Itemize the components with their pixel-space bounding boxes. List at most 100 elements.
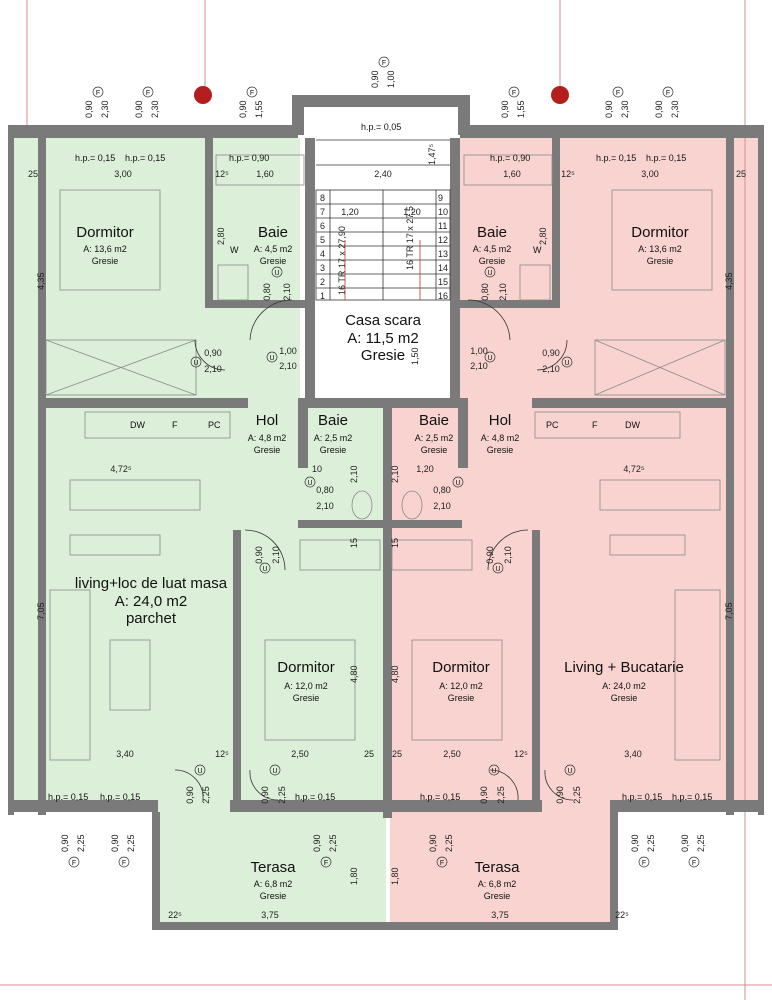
u-marker-icon: U bbox=[307, 480, 312, 487]
sill-height: h.p.= 0,05 bbox=[361, 122, 401, 132]
room-area: A: 24,0 m2 bbox=[115, 593, 188, 610]
u-marker-icon: U bbox=[272, 768, 277, 775]
room-area: A: 13,6 m2 bbox=[83, 244, 127, 254]
walls bbox=[8, 95, 764, 930]
dimension: 2,50 bbox=[443, 749, 461, 759]
dimensions: 3,00 1,60 2,40 1,60 3,00 12⁵ 12⁵ 25 25 1… bbox=[28, 169, 746, 920]
window-width: 0,90 bbox=[630, 834, 640, 852]
step-num: 13 bbox=[438, 249, 448, 259]
room-name: Dormitor bbox=[631, 224, 689, 241]
vertical-dimensions: 4,35 4,35 2,80 2,80 1,47⁵ 1,50 7,05 7,05… bbox=[36, 143, 734, 885]
fridge-label: F bbox=[592, 420, 598, 430]
dimension: 3,40 bbox=[116, 749, 134, 759]
f-marker-icon: F bbox=[616, 90, 620, 97]
f-marker-icon: F bbox=[440, 860, 444, 867]
room-area: A: 11,5 m2 bbox=[347, 330, 418, 347]
step-num: 16 bbox=[438, 291, 448, 301]
room-floor: Gresie bbox=[647, 256, 674, 266]
sill-height: h.p.= 0,15 bbox=[295, 792, 335, 802]
room-floor: Gresie bbox=[260, 891, 287, 901]
washer-label: W bbox=[533, 245, 542, 255]
dimension: 1,50 bbox=[410, 347, 420, 365]
dimension: 1,20 bbox=[416, 464, 434, 474]
room-floor: Gresie bbox=[487, 445, 514, 455]
window-width: 0,90 bbox=[500, 100, 510, 118]
dimension: 1,20 bbox=[403, 207, 421, 217]
room-name: living+loc de luat masa bbox=[75, 575, 228, 592]
window-width: 0,90 bbox=[110, 834, 120, 852]
dimension: 22⁵ bbox=[168, 910, 182, 920]
dimension: 25 bbox=[736, 169, 746, 179]
window-width: 0,90 bbox=[312, 834, 322, 852]
door-width: 0,90 bbox=[260, 786, 270, 804]
door-width: 0,80 bbox=[262, 283, 272, 301]
door-width: 0,80 bbox=[480, 283, 490, 301]
dimension: 3,40 bbox=[624, 749, 642, 759]
room-area: A: 12,0 m2 bbox=[284, 681, 328, 691]
dishwasher-label: DW bbox=[130, 420, 145, 430]
sill-height: h.p.= 0,15 bbox=[420, 792, 460, 802]
stair-step-numbers: 8 7 6 5 4 3 2 1 9 10 11 12 13 14 15 16 1… bbox=[320, 193, 448, 301]
dimension: 4,80 bbox=[390, 665, 400, 683]
window-height: 2,25 bbox=[696, 834, 706, 852]
right-terrace-zone bbox=[390, 808, 615, 928]
room-area: A: 2,5 m2 bbox=[415, 433, 454, 443]
appliance-labels: DW F PC PC F DW W W bbox=[130, 245, 640, 430]
room-name: Dormitor bbox=[432, 659, 490, 676]
room-area: A: 2,5 m2 bbox=[314, 433, 353, 443]
window-width: 0,90 bbox=[428, 834, 438, 852]
u-marker-icon: U bbox=[487, 270, 492, 277]
dimension: 1,60 bbox=[503, 169, 521, 179]
dimension: 22⁵ bbox=[615, 910, 629, 920]
dishwasher-label: DW bbox=[625, 420, 640, 430]
room-name: Hol bbox=[489, 412, 512, 429]
room-floor: Gresie bbox=[421, 445, 448, 455]
f-marker-icon: F bbox=[382, 60, 386, 67]
sill-height: h.p.= 0,15 bbox=[100, 792, 140, 802]
room-floor: Gresie bbox=[361, 347, 405, 364]
f-marker-icon: F bbox=[512, 90, 516, 97]
step-num: 14 bbox=[438, 263, 448, 273]
door-height: 2,10 bbox=[542, 364, 560, 374]
window-width: 0,90 bbox=[604, 100, 614, 118]
step-num: 4 bbox=[320, 249, 325, 259]
dimension: 2,80 bbox=[216, 227, 226, 245]
cooktop-label: PC bbox=[546, 420, 559, 430]
u-marker-icon: U bbox=[455, 480, 460, 487]
window-height: 2,30 bbox=[150, 100, 160, 118]
dimension: 1,47⁵ bbox=[427, 143, 437, 165]
sill-height: h.p.= 0,15 bbox=[75, 153, 115, 163]
room-floor: Gresie bbox=[448, 693, 475, 703]
left-terrace-zone bbox=[155, 808, 386, 928]
door-height: 2,25 bbox=[496, 786, 506, 804]
dimension: 3,00 bbox=[114, 169, 132, 179]
sill-height: h.p.= 0,15 bbox=[596, 153, 636, 163]
dimension: 1,80 bbox=[390, 867, 400, 885]
dimension: 1,60 bbox=[256, 169, 274, 179]
window-width: 0,90 bbox=[134, 100, 144, 118]
room-area: A: 12,0 m2 bbox=[439, 681, 483, 691]
door-height: 2,25 bbox=[572, 786, 582, 804]
step-num: 15 bbox=[438, 277, 448, 287]
dimension: 1,80 bbox=[349, 867, 359, 885]
door-width: 0,90 bbox=[254, 546, 264, 564]
room-name: Baie bbox=[258, 224, 288, 241]
door-height: 2,25 bbox=[201, 786, 211, 804]
dimension: 25 bbox=[392, 749, 402, 759]
window-height: 1,00 bbox=[386, 70, 396, 88]
room-area: A: 4,5 m2 bbox=[254, 244, 293, 254]
door-height: 2,10 bbox=[204, 364, 222, 374]
f-marker-icon: F bbox=[324, 860, 328, 867]
f-marker-icon: F bbox=[146, 90, 150, 97]
window-width: 0,90 bbox=[654, 100, 664, 118]
window-labels-bottom: 0,90 2,25 0,90 2,25 0,90 2,25 0,90 2,25 … bbox=[60, 834, 706, 852]
window-width: 0,90 bbox=[370, 70, 380, 88]
dimension: 12⁵ bbox=[561, 169, 575, 179]
stair-note-left: 16 TR 17 x 27,90 bbox=[337, 226, 347, 295]
furniture bbox=[45, 154, 726, 761]
window-height: 2,25 bbox=[646, 834, 656, 852]
f-marker-icon: F bbox=[692, 860, 696, 867]
room-floor: Gresie bbox=[293, 693, 320, 703]
dimension: 15 bbox=[390, 538, 400, 548]
f-marker-icon: F bbox=[72, 860, 76, 867]
